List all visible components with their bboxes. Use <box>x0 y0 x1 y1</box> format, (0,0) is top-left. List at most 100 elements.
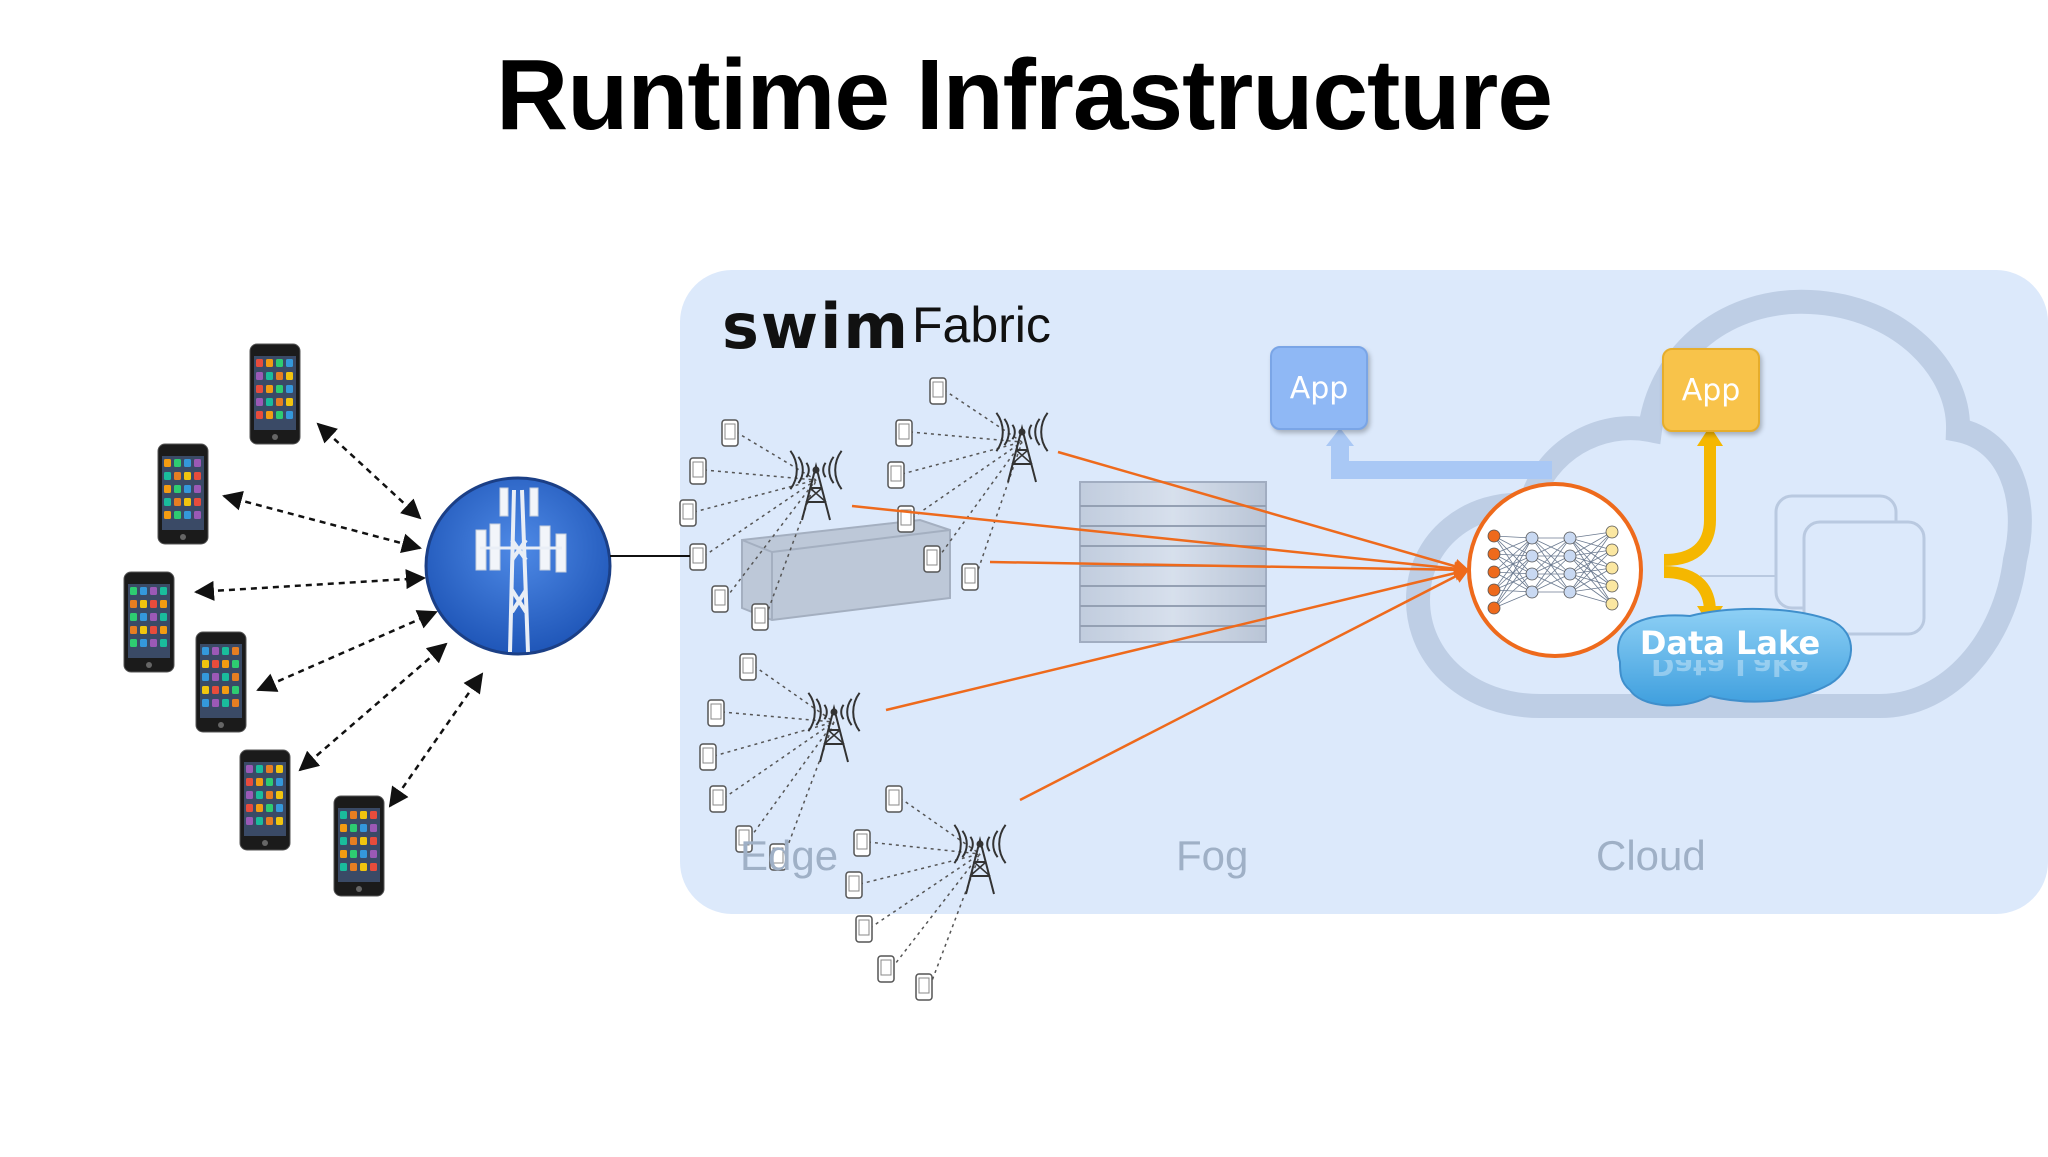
nn-node <box>1605 525 1619 539</box>
device-icon <box>721 419 739 447</box>
device-icon <box>885 785 903 813</box>
neural-network-icon <box>1467 482 1643 658</box>
nn-edge <box>1493 537 1533 591</box>
nn-node <box>1525 585 1539 599</box>
zone-label-cloud: Cloud <box>1596 832 1706 879</box>
stream-arrow <box>885 565 1470 712</box>
zone-label-edge: Edge <box>740 832 839 879</box>
device-icon <box>769 843 787 871</box>
device-icon <box>689 543 707 571</box>
nn-node <box>1605 579 1619 593</box>
nn-node <box>1525 531 1539 545</box>
nn-edge <box>1493 591 1533 609</box>
phone-link-arrow <box>256 610 438 692</box>
nn-node <box>1525 567 1539 581</box>
nn-edge <box>1569 531 1613 593</box>
nn-node <box>1487 529 1501 543</box>
device-link-line <box>899 797 981 855</box>
device-icon <box>887 461 905 489</box>
nn-edge <box>1493 537 1533 555</box>
device-link-line <box>753 665 835 723</box>
device-link-line <box>723 721 835 799</box>
data-lake-icon <box>1617 607 1852 707</box>
stream-arrow <box>851 504 1470 577</box>
smartphone-icon <box>333 795 385 897</box>
device-icon <box>709 785 727 813</box>
cloud-storage-box-front <box>1802 520 1926 636</box>
nn-edge <box>1569 567 1613 593</box>
cloud-icon <box>1405 289 2032 718</box>
nn-edge <box>1569 585 1613 593</box>
device-icon <box>961 563 979 591</box>
phone-link-arrow <box>316 422 422 520</box>
phone-link-arrow <box>222 490 422 554</box>
nn-edge <box>1569 591 1613 605</box>
data-lake-reflection: Data Lake <box>1651 660 1809 682</box>
neural-network-graph <box>1487 525 1619 615</box>
data-lake-label: Data Lake <box>1639 624 1821 662</box>
nn-node <box>1487 565 1501 579</box>
device-icon <box>689 457 707 485</box>
device-link-line <box>703 469 817 481</box>
nn-edge <box>1493 537 1533 573</box>
nn-node <box>1487 583 1501 597</box>
device-icon <box>707 699 725 727</box>
nn-node <box>1525 549 1539 563</box>
fog-app-box: App <box>1270 346 1368 430</box>
smartphone-icon <box>123 571 175 673</box>
nn-node <box>1487 601 1501 615</box>
phone-link-arrow <box>388 672 484 808</box>
device-link-line <box>749 721 835 839</box>
fabric-brand-logo: swim <box>722 290 911 363</box>
device-link-line <box>891 853 981 969</box>
stream-arrow <box>1057 450 1470 574</box>
smartphone-icon <box>195 631 247 733</box>
device-icon <box>915 973 933 1001</box>
radio-tower-icon <box>807 692 861 763</box>
stream-arrow <box>1019 568 1470 802</box>
cloud-app-box: App <box>1662 348 1760 432</box>
cell-tower-icon <box>424 476 612 656</box>
zone-label-fog: Fog <box>1176 832 1249 879</box>
device-icon <box>845 871 863 899</box>
nn-edge <box>1569 531 1613 539</box>
fabric-label: Fabric <box>912 297 1051 353</box>
nn-edge <box>1493 555 1533 609</box>
nn-node <box>1605 543 1619 557</box>
nn-node <box>1487 547 1501 561</box>
nn-edge <box>1531 555 1571 593</box>
edge-clusters <box>679 377 1049 1001</box>
device-icon <box>711 585 729 613</box>
nn-edge <box>1569 531 1613 575</box>
device-icon <box>699 743 717 771</box>
device-link-line <box>703 479 817 557</box>
smartphone-icon <box>249 343 301 445</box>
radio-tower-icon <box>995 412 1049 483</box>
device-icon <box>751 603 769 631</box>
nn-node <box>1563 549 1577 563</box>
device-icon <box>735 825 753 853</box>
nn-edge <box>1493 573 1533 609</box>
device-link-line <box>867 841 981 855</box>
nn-edge <box>1531 573 1571 593</box>
nn-node <box>1605 561 1619 575</box>
smartphone-icon <box>157 443 209 545</box>
nn-edge <box>1569 531 1613 557</box>
device-link-line <box>909 431 1023 443</box>
stream-arrow <box>989 560 1470 578</box>
nn-edge <box>1531 537 1571 557</box>
fog-app-arrow-head <box>1326 428 1354 446</box>
network-appliance-icon <box>741 518 951 622</box>
nn-node <box>1605 597 1619 611</box>
device-icon <box>929 377 947 405</box>
device-link-line <box>869 853 981 929</box>
device-link-line <box>721 711 835 723</box>
device-icon <box>853 829 871 857</box>
stream-lines <box>851 450 1470 802</box>
server-rack-icon <box>1079 481 1267 643</box>
device-icon <box>679 499 697 527</box>
nn-edge <box>1493 537 1533 609</box>
nn-edge <box>1531 537 1571 593</box>
